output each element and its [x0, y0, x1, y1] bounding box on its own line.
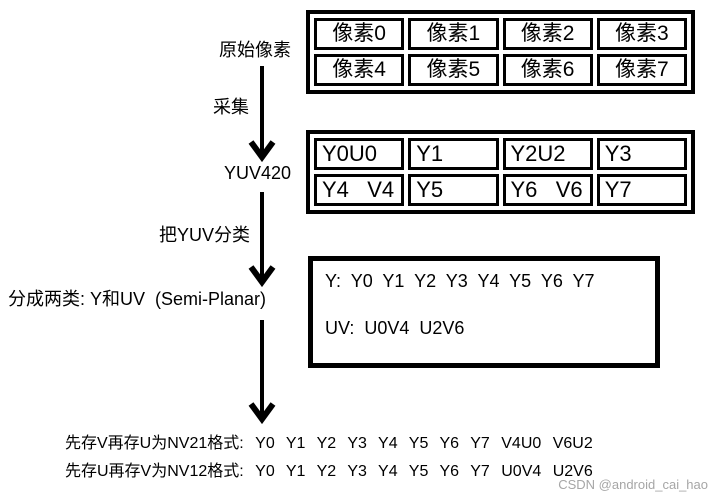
pixel-cell: 像素1 [408, 18, 499, 50]
yuv-cell: Y1 [408, 138, 499, 170]
nv21-format-line: 先存V再存U为NV21格式: Y0 Y1 Y2 Y3 Y4 Y5 Y6 Y7 V… [65, 435, 593, 452]
pixel-table-row: 像素0 像素1 像素2 像素3 [314, 18, 687, 50]
label-original-pixels: 原始像素 [219, 40, 291, 60]
yuv-cell: Y0U0 [314, 138, 405, 170]
pixel-cell: 像素0 [314, 18, 405, 50]
label-capture: 采集 [213, 97, 249, 117]
yuv-table-row: Y4 V4 Y5 Y6 V6 Y7 [314, 174, 687, 206]
pixel-cell: 像素2 [502, 18, 593, 50]
yuv-table-row: Y0U0 Y1 Y2U2 Y3 [314, 138, 687, 170]
label-classify-yuv: 把YUV分类 [159, 225, 251, 245]
nv12-format-line: 先存U再存V为NV12格式: Y0 Y1 Y2 Y3 Y4 Y5 Y6 Y7 U… [65, 463, 593, 480]
pixel-cell: 像素7 [596, 54, 687, 86]
pixel-cell: 像素6 [502, 54, 593, 86]
yuv-cell: Y7 [596, 174, 687, 206]
pixel-cell: 像素3 [596, 18, 687, 50]
yuv-cell: Y2U2 [502, 138, 593, 170]
label-semi-planar: 分成两类: Y和UV (Semi-Planar) [8, 289, 267, 309]
pixel-table-row: 像素4 像素5 像素6 像素7 [314, 54, 687, 86]
pixel-table: 像素0 像素1 像素2 像素3 像素4 像素5 像素6 像素7 [306, 10, 695, 94]
yuv-cell: Y3 [596, 138, 687, 170]
csdn-watermark: CSDN @android_cai_hao [558, 477, 708, 492]
yuv420-table: Y0U0 Y1 Y2U2 Y3 Y4 V4 Y5 Y6 V6 Y7 [306, 130, 695, 214]
label-yuv420: YUV420 [224, 163, 292, 183]
pixel-cell: 像素4 [314, 54, 405, 86]
y-plane-line: Y: Y0 Y1 Y2 Y3 Y4 Y5 Y6 Y7 [325, 271, 595, 291]
yuv-cell: Y6 V6 [502, 174, 593, 206]
arrow-capture [248, 66, 276, 163]
semi-planar-box: Y: Y0 Y1 Y2 Y3 Y4 Y5 Y6 Y7 UV: U0V4 U2V6 [308, 256, 660, 368]
yuv-cell: Y5 [408, 174, 499, 206]
pixel-cell: 像素5 [408, 54, 499, 86]
yuv-cell: Y4 V4 [314, 174, 405, 206]
arrow-classify [248, 192, 276, 288]
uv-plane-line: UV: U0V4 U2V6 [325, 318, 465, 338]
arrow-store [248, 320, 276, 425]
